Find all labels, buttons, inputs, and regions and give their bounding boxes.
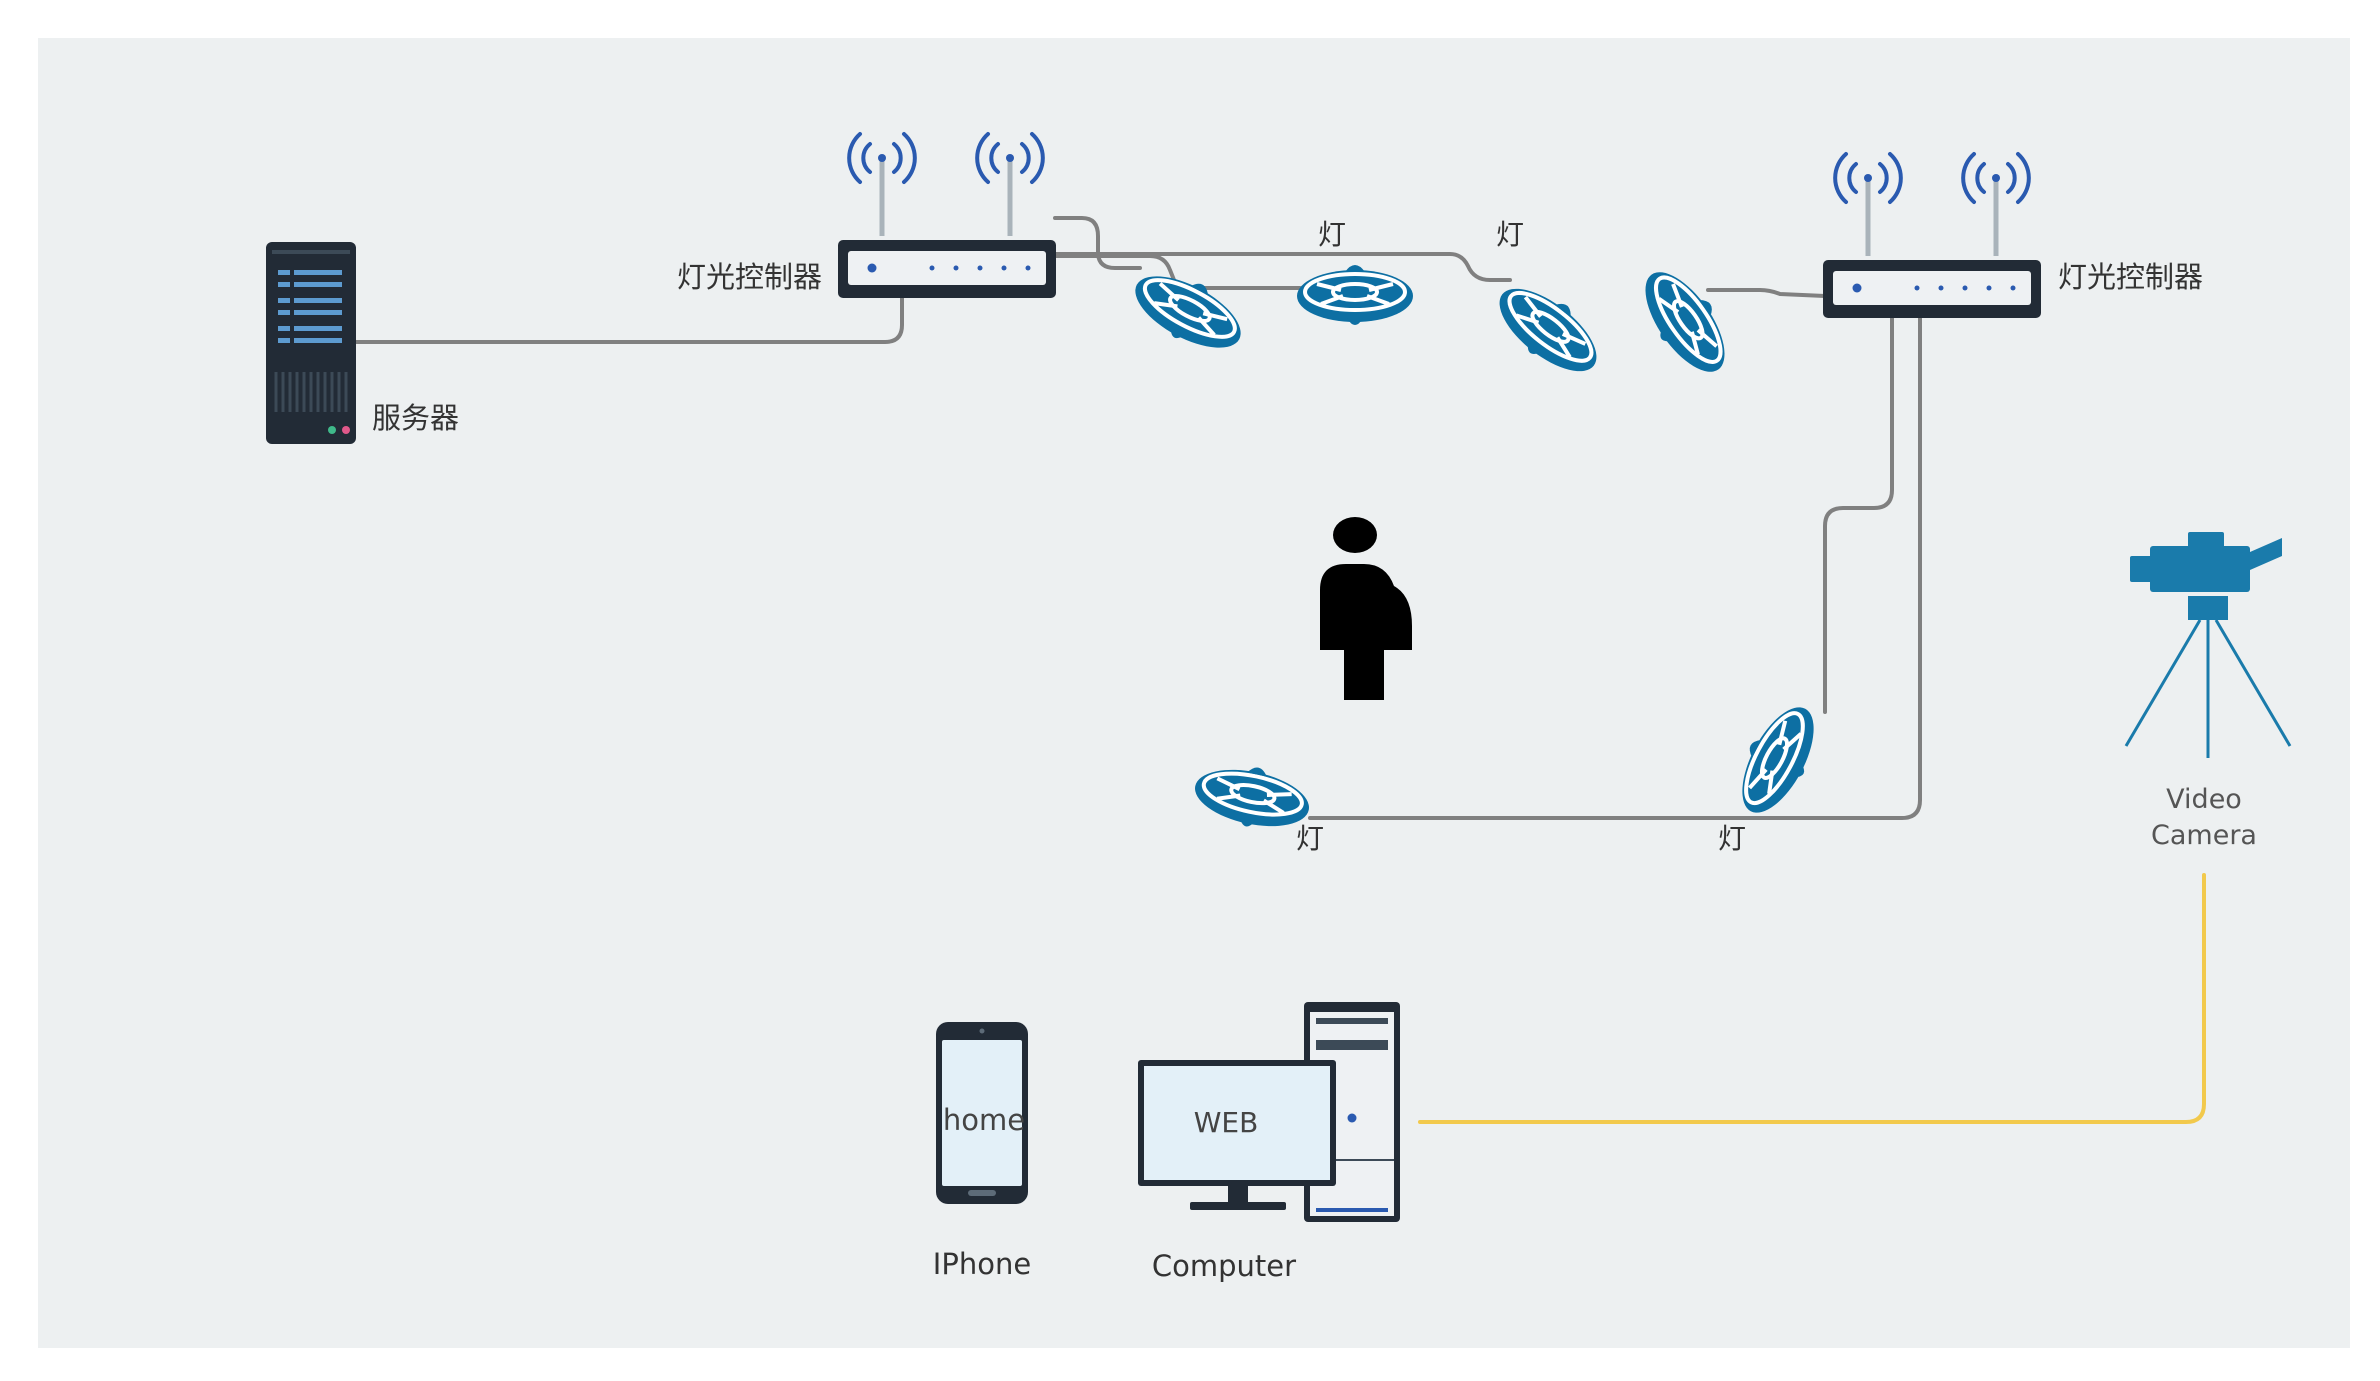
iphone-label: IPhone: [933, 1247, 1031, 1281]
computer-icon: [1138, 1002, 1400, 1222]
server-label: 服务器: [372, 401, 459, 435]
person-icon: [1320, 517, 1412, 700]
video-camera-icon: [2124, 532, 2292, 758]
lamp-label: 灯: [1718, 822, 1746, 855]
wire-controller2-lamp5: [1308, 316, 1922, 820]
wire-controller1-lamps: [1048, 252, 1512, 282]
light-controller-2: [1823, 260, 2041, 318]
server-icon: [266, 242, 356, 444]
lamp-label: 灯: [1296, 822, 1324, 855]
computer-label: Computer: [1152, 1249, 1296, 1283]
wire-computer-to-camera: [1418, 873, 2206, 1124]
lamp-label: 灯: [1318, 218, 1346, 251]
camera-label-line1: Video: [2166, 784, 2242, 815]
iphone-icon: [936, 1022, 1028, 1204]
wires: [354, 216, 1922, 820]
light-controller-1: [838, 240, 1056, 298]
computer-screen-text: WEB: [1194, 1106, 1259, 1139]
iphone-screen-text: home: [943, 1103, 1025, 1137]
controller-2-label: 灯光控制器: [2058, 260, 2203, 294]
controller-1-label: 灯光控制器: [677, 260, 822, 294]
wire-server-to-controller1: [354, 294, 904, 344]
camera-label-line2: Camera: [2151, 820, 2257, 851]
wire-controller2-lamp6: [1823, 316, 1894, 714]
wire-controller1-loop: [1053, 216, 1142, 270]
wire-lamp4-controller2: [1706, 288, 1827, 298]
lamp-label: 灯: [1496, 218, 1524, 251]
